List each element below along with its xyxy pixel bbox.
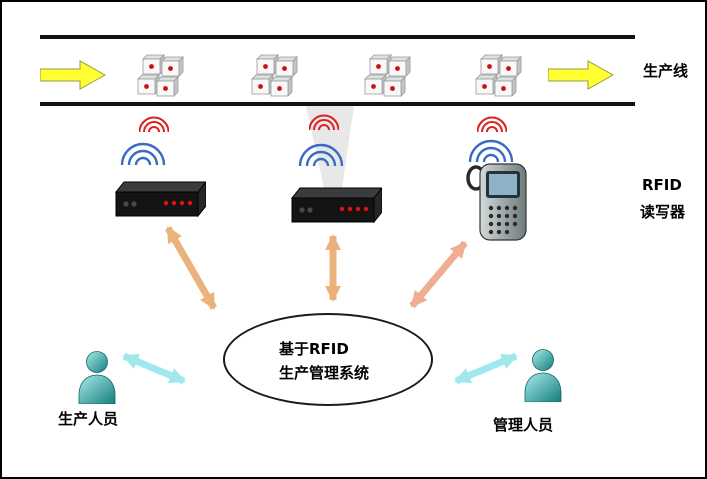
person-management-icon (524, 349, 562, 402)
rfid-reader-label-line2: 读写器 (640, 203, 686, 221)
system-ellipse: 基于RFID 生产管理系统 (223, 313, 433, 406)
person-production-icon (78, 351, 116, 404)
conveyor-line-top (40, 35, 635, 39)
rf-signal-blue-icon (120, 142, 166, 165)
flow-arrow-left-icon (40, 60, 106, 90)
rf-signal-blue-icon (468, 139, 514, 162)
bidirectional-arrow-handheld-system (409, 240, 468, 309)
rf-signal-red-icon (309, 114, 339, 130)
fixed-rfid-reader-icon (291, 187, 382, 223)
bidirectional-arrow-reader1-system (164, 226, 218, 310)
rf-signal-red-icon (139, 116, 169, 132)
bidirectional-arrow-management-staff-system (454, 352, 518, 385)
bidirectional-arrow-production-staff-system (122, 352, 186, 385)
rfid-reader-label-line1: RFID (642, 176, 682, 194)
production-staff-label: 生产人员 (58, 410, 119, 428)
conveyor-line-bottom (40, 102, 635, 106)
management-staff-label: 管理人员 (493, 416, 554, 434)
production-line-label: 生产线 (643, 62, 689, 80)
rf-signal-red-icon (477, 116, 507, 132)
rf-signal-blue-icon (298, 143, 344, 166)
flow-arrow-right-icon (548, 60, 614, 90)
handheld-rfid-reader-icon (466, 162, 528, 242)
system-label-line1: 基于RFID (279, 340, 349, 358)
system-label-line2: 生产管理系统 (279, 364, 370, 382)
fixed-rfid-reader-icon (115, 181, 206, 217)
